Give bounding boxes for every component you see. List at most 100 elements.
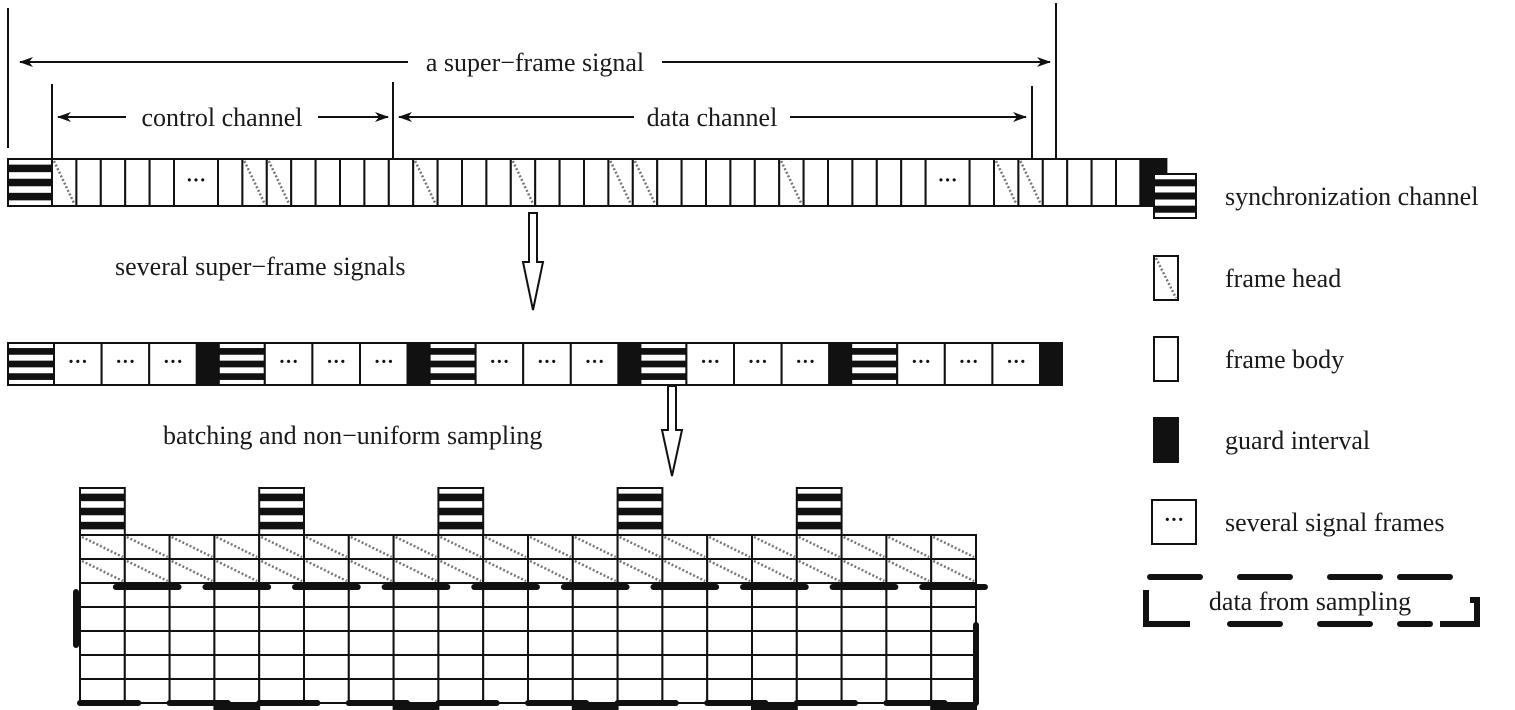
frame-head-cell — [661, 534, 709, 560]
frame-head-cell — [751, 558, 798, 584]
batching-caption: batching and non−uniform sampling — [163, 421, 542, 450]
svg-text:···: ··· — [326, 351, 346, 373]
signal-frames-cell: ··· — [924, 158, 971, 207]
down-arrow-icon — [521, 212, 545, 311]
guard-cell — [751, 702, 798, 710]
frame-body-cell — [706, 606, 754, 632]
frame-body-cell — [930, 630, 978, 656]
frame-body-cell — [485, 158, 512, 207]
frame-body-cell — [527, 606, 574, 632]
guard-cell — [828, 342, 853, 386]
frame-head-cell — [303, 534, 350, 560]
frame-body-cell — [706, 654, 754, 680]
legend-label: guard interval — [1225, 426, 1370, 455]
frame-body-cell — [482, 630, 530, 656]
frame-body-cell — [930, 678, 978, 704]
frame-head-cell — [213, 558, 261, 584]
legend-label: frame body — [1225, 345, 1344, 374]
frame-head-cell — [265, 158, 293, 207]
frame-body-cell — [213, 606, 261, 632]
sync-cell — [437, 487, 485, 536]
frame-head-cell — [303, 558, 350, 584]
frame-body-cell — [661, 654, 709, 680]
frame-head-cell — [795, 534, 843, 560]
frame-body-cell — [303, 678, 350, 704]
frame-body-cell — [482, 654, 530, 680]
frame-head-cell — [213, 534, 261, 560]
frame-body-cell — [795, 630, 843, 656]
sync-cell — [428, 342, 477, 386]
frame-body-cell — [729, 158, 756, 207]
frame-body-cell — [79, 654, 126, 680]
frame-body-cell — [436, 158, 464, 207]
svg-text:···: ··· — [959, 351, 979, 373]
signal-frames-cell: ··· — [311, 342, 361, 386]
frame-body-cell — [680, 158, 707, 207]
several-super-frames-caption: several super−frame signals — [115, 252, 405, 281]
frame-body-cell — [303, 606, 350, 632]
frame-body-cell — [168, 654, 216, 680]
frame-body-cell — [392, 678, 440, 704]
guard-cell — [213, 702, 261, 710]
guard-cell — [392, 702, 440, 710]
frame-body-cell — [123, 606, 171, 632]
frame-body-cell — [213, 630, 261, 656]
svg-text:···: ··· — [279, 351, 299, 373]
frame-body-cell — [616, 630, 664, 656]
frame-body-cell — [437, 630, 485, 656]
frame-body-cell — [968, 158, 995, 207]
frame-body-cell — [840, 630, 888, 656]
legend-label: several signal frames — [1225, 508, 1444, 537]
frame-body-cell — [705, 158, 732, 207]
frame-head-cell — [79, 558, 126, 584]
frame-body-cell — [79, 606, 126, 632]
svg-text:···: ··· — [795, 351, 815, 373]
frame-body-cell — [885, 630, 933, 656]
control-channel-label: control channel — [142, 103, 303, 132]
svg-text:···: ··· — [163, 351, 183, 373]
frame-body-cell — [392, 630, 440, 656]
frame-body-cell — [616, 654, 664, 680]
frame-body-cell — [661, 630, 709, 656]
sync-cell — [795, 487, 843, 536]
frame-body-cell — [875, 158, 903, 207]
frame-head-cell — [392, 534, 440, 560]
frame-body-cell — [217, 158, 244, 207]
frame-head-cell — [616, 534, 664, 560]
frame-head-cell — [706, 534, 754, 560]
frame-body-cell — [437, 654, 485, 680]
frame-body-cell — [437, 606, 485, 632]
frame-body-cell — [827, 158, 854, 207]
legend-label: frame head — [1225, 264, 1341, 293]
legend-item-sampling: data from sampling — [1143, 574, 1480, 627]
frame-head-cell — [706, 558, 754, 584]
guard-cell — [406, 342, 431, 386]
down-arrow-icon — [660, 385, 684, 477]
frame-body-cell — [258, 630, 306, 656]
signal-frames-cell: ··· — [474, 342, 525, 386]
legend-item-head: frame head — [1153, 255, 1341, 301]
sync-cell — [7, 342, 55, 386]
frame-body-cell — [168, 678, 216, 704]
frame-body-cell — [616, 606, 664, 632]
svg-text:···: ··· — [938, 170, 958, 192]
frame-body-cell — [583, 158, 610, 207]
frame-body-cell — [303, 630, 350, 656]
frame-body-cell — [616, 678, 664, 704]
sync-cell — [7, 158, 53, 207]
frame-head-cell — [241, 158, 268, 207]
svg-text:···: ··· — [911, 351, 931, 373]
frame-body-cell — [339, 158, 366, 207]
frame-head-cell — [795, 558, 843, 584]
frame-head-cell — [751, 534, 798, 560]
frame-body-cell — [363, 158, 390, 207]
frame-body-cell — [290, 158, 317, 207]
signal-frames-cell: ··· — [780, 342, 831, 386]
frame-head-cell — [482, 534, 530, 560]
frame-body-cell — [885, 678, 933, 704]
frame-head-cell — [123, 534, 171, 560]
frame-head-cell — [571, 534, 619, 560]
sync-cell — [850, 342, 899, 386]
body-legend-icon — [1153, 336, 1179, 382]
